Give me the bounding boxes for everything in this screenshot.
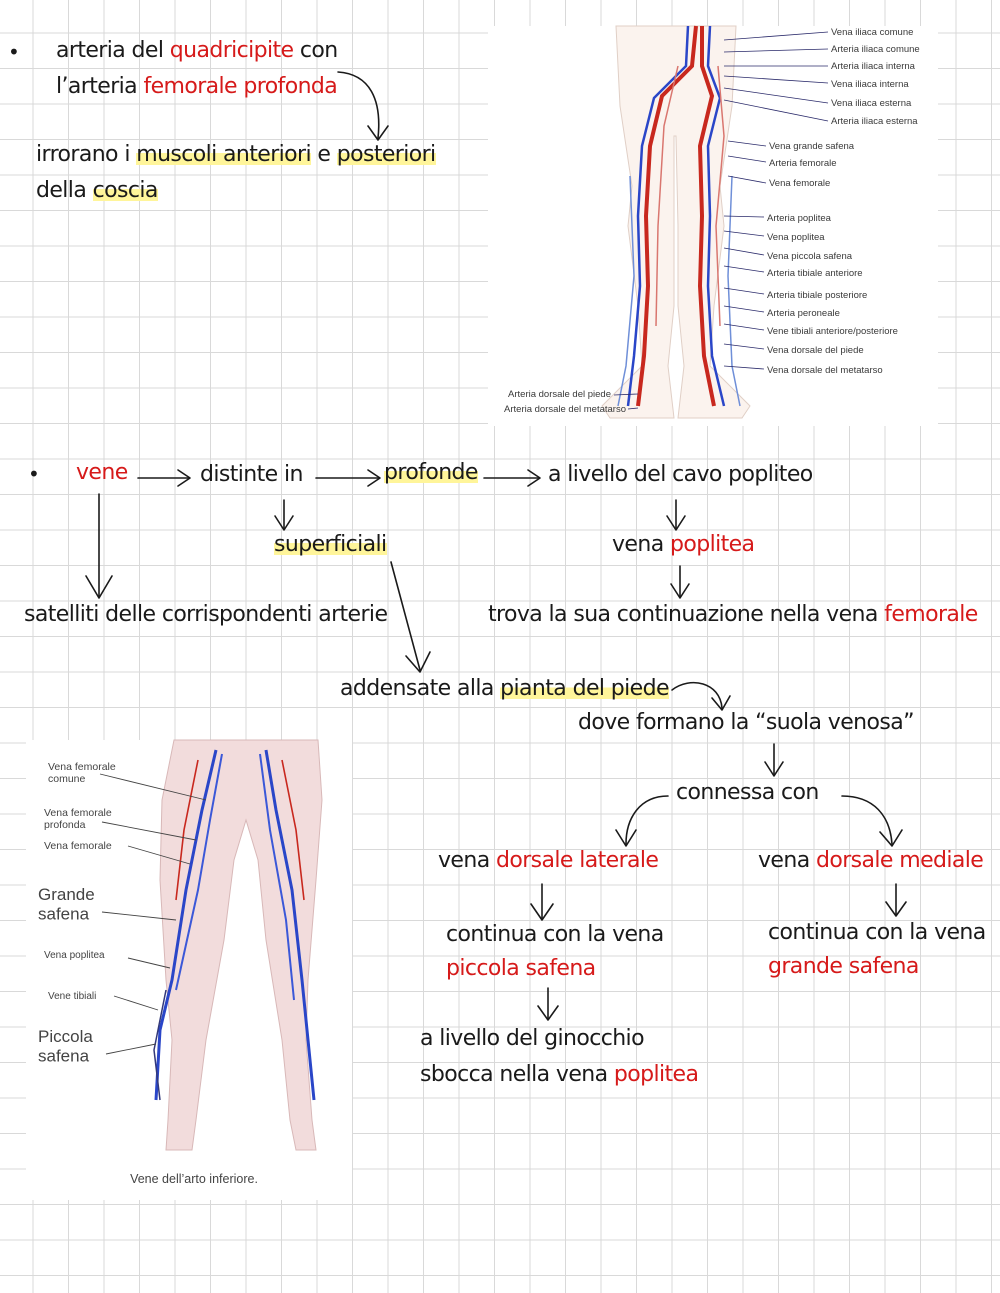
node-dorsale-laterale: vena dorsale laterale	[438, 848, 659, 873]
label-vene-tibiali: Vene tibiali	[48, 991, 96, 1002]
label-vena-grande-safena: Vena grande safena	[769, 141, 855, 152]
node-continua-piccola: continua con la vena	[446, 922, 664, 947]
label-vena-poplitea: Vena poplitea	[44, 950, 105, 961]
node-vene: vene	[76, 460, 128, 485]
node-ginocchio: a livello del ginocchio	[420, 1026, 645, 1051]
text-line-irrorano: irrorano i muscoli anteriori e posterior…	[36, 142, 436, 167]
text-line-coscia: della coscia	[36, 178, 158, 203]
node-profonde: profonde	[384, 460, 478, 485]
label-arteria-poplitea: Arteria poplitea	[767, 213, 832, 224]
label-vena-dorsale-piede: Vena dorsale del piede	[767, 345, 864, 356]
bullet: •	[28, 462, 40, 486]
node-superficiali: superficiali	[274, 532, 387, 557]
text-line-quadricipite: arteria del quadricipite con	[56, 38, 338, 63]
label-arteria-iliaca-comune: Arteria iliaca comune	[831, 44, 920, 55]
node-grande-safena: grande safena	[768, 954, 919, 979]
leg-vessels-diagram: Vena iliaca comune Arteria iliaca comune…	[488, 25, 938, 426]
label-arteria-tibiale-posteriore: Arteria tibiale posteriore	[767, 290, 867, 301]
node-sbocca-poplitea: sbocca nella vena poplitea	[420, 1062, 699, 1087]
node-piccola-safena: piccola safena	[446, 956, 596, 981]
label-vena-femorale: Vena femorale	[769, 178, 830, 189]
label-vena-iliaca-comune: Vena iliaca comune	[831, 27, 913, 38]
node-dorsale-mediale: vena dorsale mediale	[758, 848, 984, 873]
node-vena-poplitea: vena poplitea	[612, 532, 755, 557]
node-continua-grande: continua con la vena	[768, 920, 986, 945]
label-vena-poplitea: Vena poplitea	[767, 232, 825, 243]
label-vena-iliaca-interna: Vena iliaca interna	[831, 79, 909, 90]
label-arteria-femorale: Arteria femorale	[769, 158, 837, 169]
node-addensate: addensate alla pianta del piede	[340, 676, 670, 701]
label-vena-dorsale-metatarso: Vena dorsale del metatarso	[767, 365, 883, 376]
node-cavo-popliteo: a livello del cavo popliteo	[548, 462, 813, 487]
diagram-caption: Vene dell’arto inferiore.	[130, 1172, 258, 1186]
label-arteria-iliaca-interna: Arteria iliaca interna	[831, 61, 916, 72]
node-connessa-con: connessa con	[676, 780, 819, 805]
label-vene-tibiali: Vene tibiali anteriore/posteriore	[767, 326, 898, 337]
node-trova-femorale: trova la sua continuazione nella vena fe…	[488, 602, 978, 627]
label-vena-iliaca-esterna: Vena iliaca esterna	[831, 98, 912, 109]
leg-vessels-illustration: Vena iliaca comune Arteria iliaca comune…	[504, 25, 920, 419]
node-suola-venosa: dove formano la “suola venosa”	[578, 710, 914, 735]
label-arteria-tibiale-anteriore: Arteria tibiale anteriore	[767, 268, 863, 279]
label-arteria-dorsale-metatarso: Arteria dorsale del metatarso	[504, 404, 626, 415]
label-vena-femorale: Vena femorale	[44, 840, 112, 852]
bullet: •	[8, 40, 20, 64]
text-line-femorale-profonda: l’arteria femorale profonda	[56, 74, 338, 99]
node-satelliti: satelliti delle corrispondenti arterie	[24, 602, 388, 627]
label-arteria-iliaca-esterna: Arteria iliaca esterna	[831, 116, 918, 127]
label-arteria-dorsale-piede: Arteria dorsale del piede	[508, 389, 611, 400]
label-arteria-peroneale: Arteria peroneale	[767, 308, 840, 319]
node-distinte-in: distinte in	[200, 462, 303, 487]
label-vena-piccola-safena: Vena piccola safena	[767, 251, 853, 262]
